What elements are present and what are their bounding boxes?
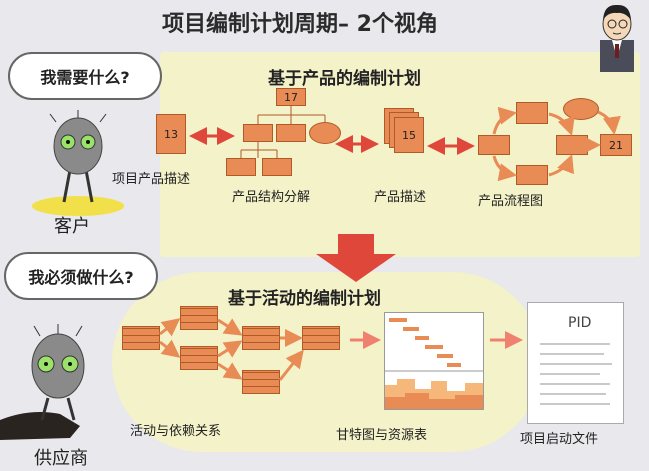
client-question: 我需要什么? [40, 68, 130, 87]
breakdown-box [243, 124, 273, 142]
label-project-product-description: 项目产品描述 [112, 172, 191, 187]
client-figure [30, 110, 130, 220]
breakdown-box [262, 158, 292, 176]
label-product-breakdown: 产品结构分解 [232, 190, 311, 205]
label-product-flow: 产品流程图 [478, 194, 544, 209]
activity-block [180, 346, 218, 370]
product-box-15: 15 [394, 117, 424, 153]
flow-box [478, 135, 510, 155]
breakdown-box [226, 158, 256, 176]
client-thought-bubble: 我需要什么? [8, 52, 162, 100]
label-activities-dependencies: 活动与依赖关系 [130, 424, 222, 439]
flow-ellipse [563, 98, 599, 120]
product-box-13: 13 [156, 114, 186, 154]
pid-title: PID [568, 315, 592, 331]
breakdown-box [276, 124, 306, 142]
breakdown-ellipse [309, 122, 341, 144]
label-gantt-resources: 甘特图与资源表 [336, 428, 428, 443]
label-pid: 项目启动文件 [520, 432, 599, 447]
page-title: 项目编制计划周期– 2个视角 [162, 12, 438, 37]
supplier-thought-bubble: 我必须做什么? [4, 252, 158, 300]
activity-block [180, 306, 218, 330]
label-product-description: 产品描述 [374, 190, 427, 205]
product-box-17: 17 [276, 88, 306, 106]
presenter-avatar [592, 0, 642, 72]
big-down-arrow [316, 234, 396, 282]
supplier-figure [0, 320, 110, 445]
supplier-label: 供应商 [34, 448, 88, 469]
supplier-question: 我必须做什么? [28, 268, 134, 287]
client-label: 客户 [54, 216, 90, 237]
activity-block [242, 370, 280, 394]
pid-document: PID [527, 302, 624, 424]
gantt-chart [384, 312, 484, 410]
activity-planning-title: 基于活动的编制计划 [228, 289, 381, 309]
product-planning-title: 基于产品的编制计划 [268, 69, 421, 89]
activity-block [242, 326, 280, 350]
activity-block [122, 326, 160, 350]
